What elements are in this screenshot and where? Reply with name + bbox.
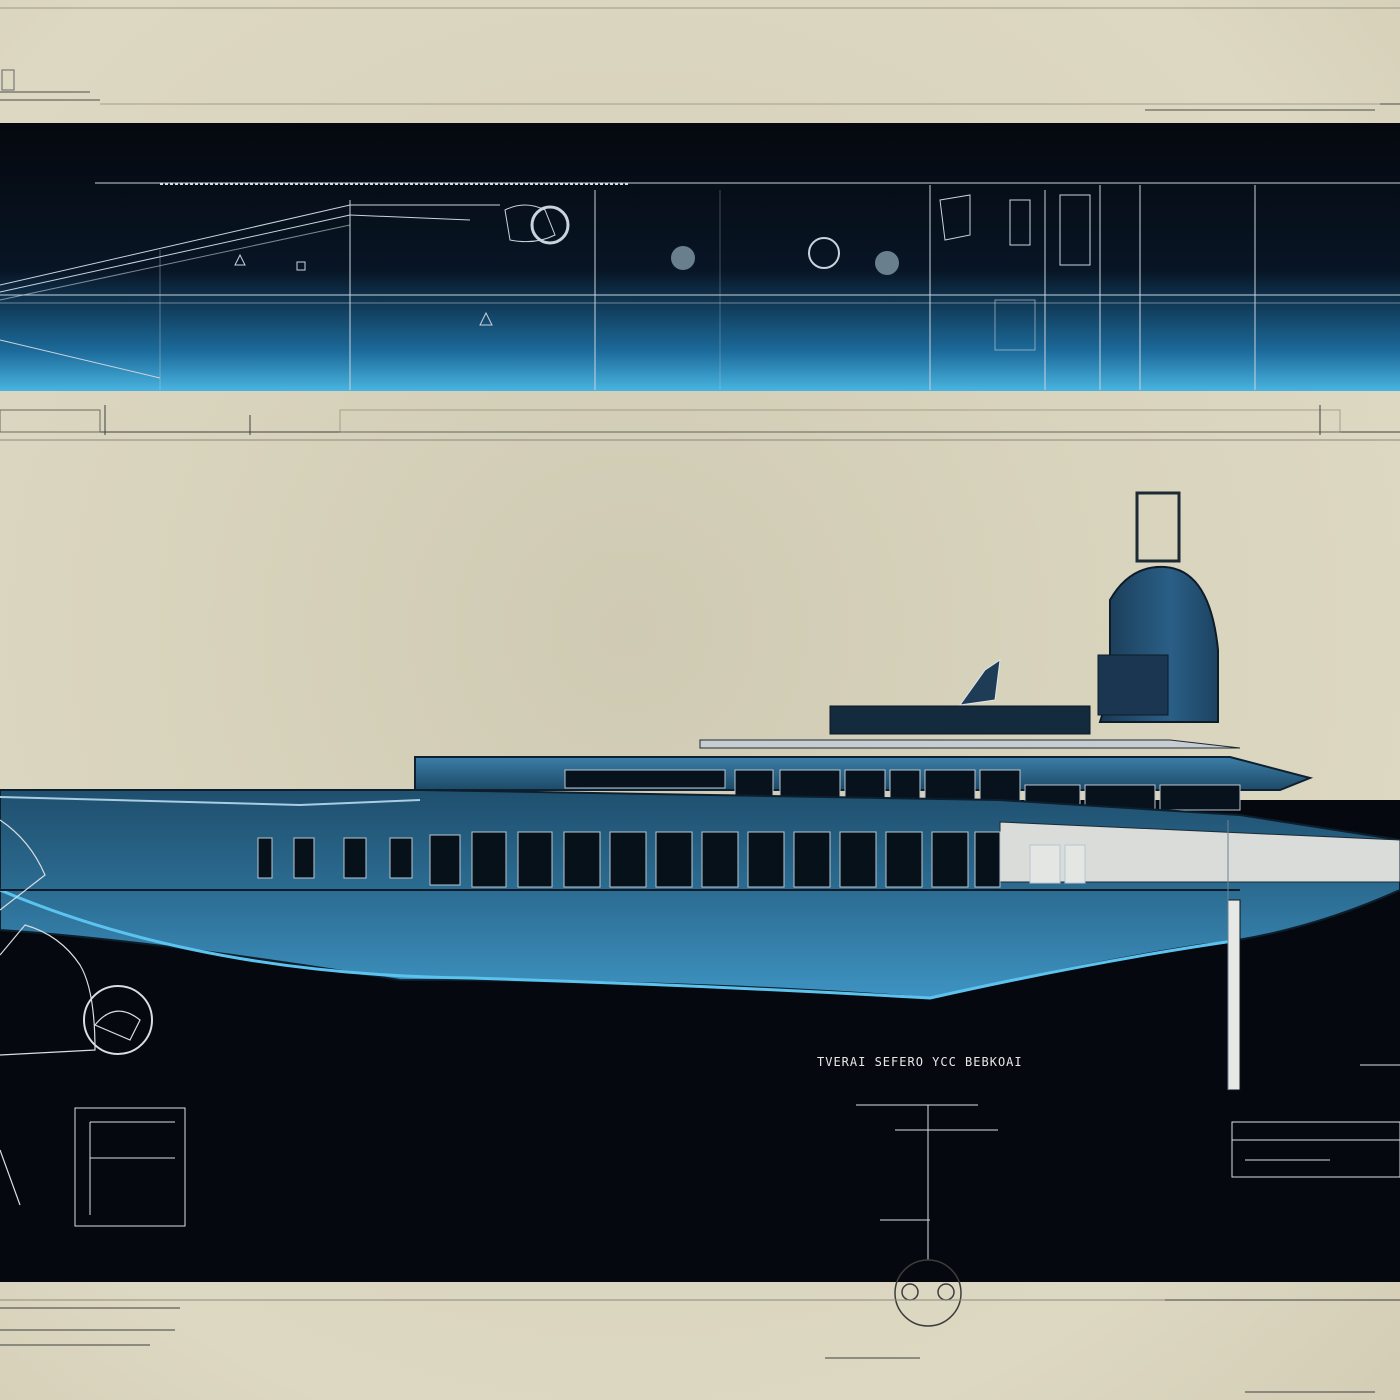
section-detail-box: [74, 1107, 186, 1227]
mid-band-annotations: [0, 405, 1400, 441]
bow-wireframe: [0, 819, 153, 1206]
upper-portholes: [530, 205, 899, 275]
datum-lines: [856, 1104, 998, 1260]
drawing-caption: TVERAI SEFERO YCC BEBKOAI: [817, 1055, 1023, 1069]
hull-waterline-highlight: [0, 888, 1241, 1000]
upper-windows: [564, 769, 1241, 811]
radar-mast: [958, 658, 1001, 706]
bottom-margin-notes: [0, 1299, 1400, 1393]
sun-deck: [699, 739, 1241, 749]
mast-frame: [1135, 491, 1181, 563]
top-margin-notes: [0, 7, 1400, 111]
rudder-post: [1227, 899, 1241, 1091]
sheer-line: [0, 796, 421, 807]
hull-windows: [257, 831, 1086, 888]
upper-elevation-panel: [0, 123, 1400, 391]
funnel-base: [1097, 654, 1169, 716]
bridge-deck: [829, 705, 1091, 735]
plan-detail-box: [1231, 1064, 1400, 1178]
